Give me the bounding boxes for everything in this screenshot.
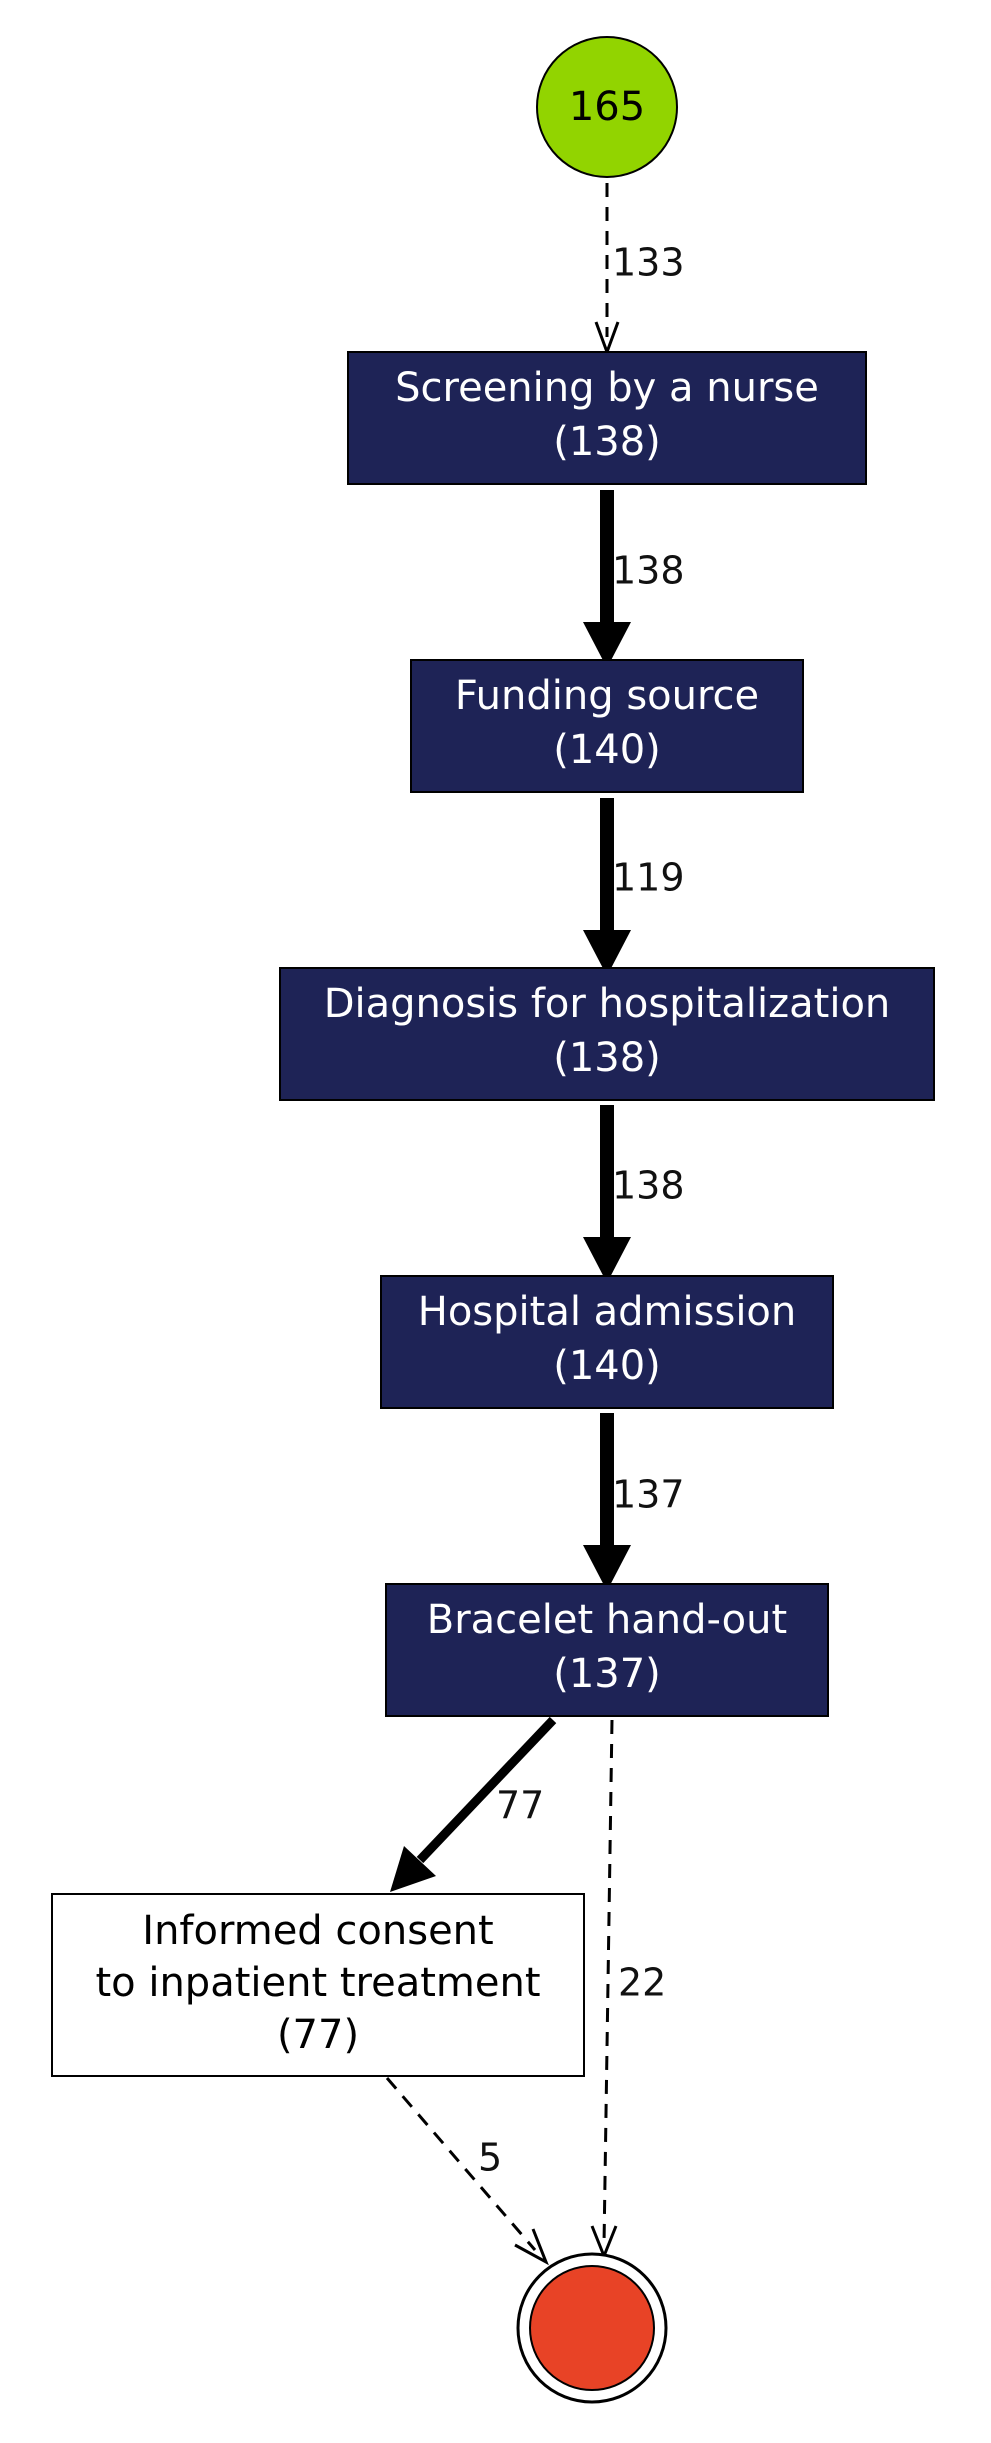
activity-box [51,1893,585,2077]
activity-count: (140) [553,1343,661,1389]
edge-label: 138 [612,549,685,593]
activity-box [410,659,804,793]
activity-box [380,1275,834,1409]
edge-label: 22 [618,1961,666,2005]
activity-informed-consent[interactable]: Informed consent to inpatient treatment … [51,1893,585,2077]
edge-screening-to-funding: 138 [583,490,685,668]
edge-label: 5 [478,2136,502,2180]
activity-label: Hospital admission [418,1289,797,1335]
activity-label: Diagnosis for hospitalization [324,981,891,1027]
start-count: 165 [569,84,645,130]
edge-funding-to-diagnosis: 119 [583,798,685,976]
activity-count: (137) [553,1651,661,1697]
edge-label: 137 [612,1473,685,1517]
activity-count: (77) [277,2012,359,2058]
edge-bracelet-to-end: 22 [590,1719,666,2261]
activity-diagnosis-for-hospitalization[interactable]: Diagnosis for hospitalization (138) [279,967,935,1101]
activity-label: Funding source [455,673,759,719]
activity-hospital-admission[interactable]: Hospital admission (140) [380,1275,834,1409]
edge-admission-to-bracelet: 137 [583,1413,685,1591]
activity-label: Informed consent [142,1908,493,1954]
edge-diagnosis-to-admission: 138 [583,1105,685,1283]
start-circle [536,36,678,178]
start-node[interactable]: 165 [536,36,678,178]
end-inner-circle [529,2265,655,2391]
edge-label: 138 [612,1164,685,1208]
activity-label: Screening by a nurse [395,365,819,411]
activity-funding-source[interactable]: Funding source (140) [410,659,804,793]
edge-bracelet-to-consent: 77 [390,1716,557,1892]
edge-consent-to-end: 5 [385,2077,549,2266]
activity-count: (140) [553,727,661,773]
activity-count: (138) [553,1035,661,1081]
end-node[interactable] [516,2252,668,2404]
edge-label: 119 [612,856,685,900]
activity-label-line2: to inpatient treatment [95,1960,540,2006]
edge-start-to-screening: 133 [594,183,685,357]
activity-box [385,1583,829,1717]
edge-label: 133 [612,241,685,285]
edges: 133 138 119 138 137 77 [385,183,685,2266]
activity-count: (138) [553,419,661,465]
activity-label: Bracelet hand-out [427,1597,787,1643]
activity-bracelet-hand-out[interactable]: Bracelet hand-out (137) [385,1583,829,1717]
activity-box [347,351,867,485]
activity-box [279,967,935,1101]
activity-screening-by-a-nurse[interactable]: Screening by a nurse (138) [347,351,867,485]
edge-label: 77 [496,1784,544,1828]
